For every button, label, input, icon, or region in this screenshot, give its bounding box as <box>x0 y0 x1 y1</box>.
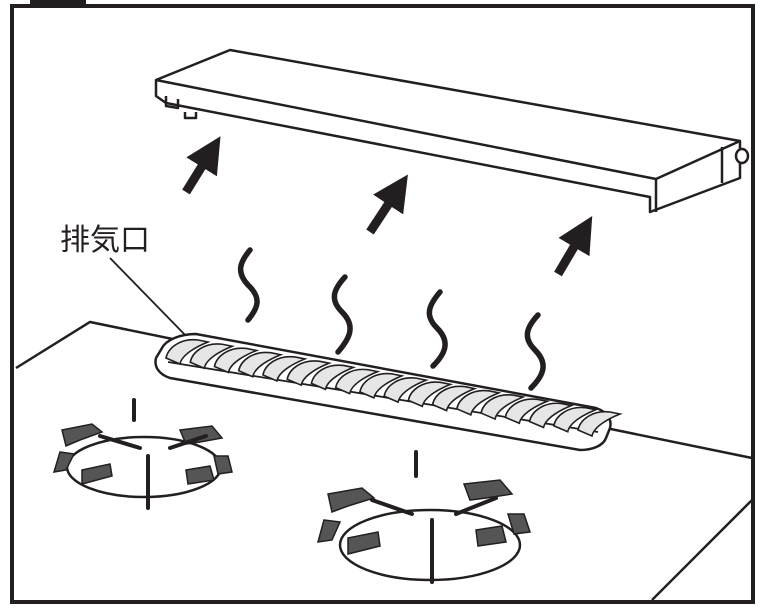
vent-slot <box>407 381 454 408</box>
exhaust-vent <box>154 332 623 452</box>
vent-slots <box>165 338 623 438</box>
wavy-heat-line-icon <box>237 247 260 323</box>
vent-slot <box>504 398 551 425</box>
wavy-heat-line-icon <box>426 289 448 369</box>
vent-slot <box>552 406 599 433</box>
burner-left <box>52 398 233 510</box>
vent-cover <box>154 48 750 214</box>
up-right-arrow-icon <box>182 136 221 195</box>
burner-right <box>316 450 532 584</box>
vent-slot <box>189 343 236 370</box>
wavy-heat-line-icon <box>524 312 546 391</box>
vent-slot <box>237 351 284 378</box>
vent-slot <box>431 385 478 412</box>
vent-slot <box>334 368 381 395</box>
frame-tab <box>30 0 86 8</box>
vent-slot <box>358 372 405 400</box>
vent-slot <box>165 338 211 366</box>
countertop <box>15 320 753 601</box>
vent-label-leader <box>109 257 191 341</box>
up-right-arrow-icon <box>554 216 593 277</box>
vent-slot <box>286 360 332 387</box>
vent-slot <box>577 410 623 438</box>
vent-slot <box>310 364 357 391</box>
vent-slot <box>262 355 308 383</box>
vent-slot <box>213 347 260 374</box>
upward-arrows <box>182 136 593 277</box>
vent-label: 排気口 <box>60 223 150 258</box>
vent-slot <box>528 402 575 429</box>
vent-slot <box>455 389 502 416</box>
vent-slot <box>480 394 526 421</box>
frame-border <box>10 4 755 604</box>
up-right-arrow-icon <box>366 174 408 235</box>
heat-waves <box>237 247 546 391</box>
wavy-heat-line-icon <box>331 274 353 355</box>
vent-slot <box>383 377 429 404</box>
